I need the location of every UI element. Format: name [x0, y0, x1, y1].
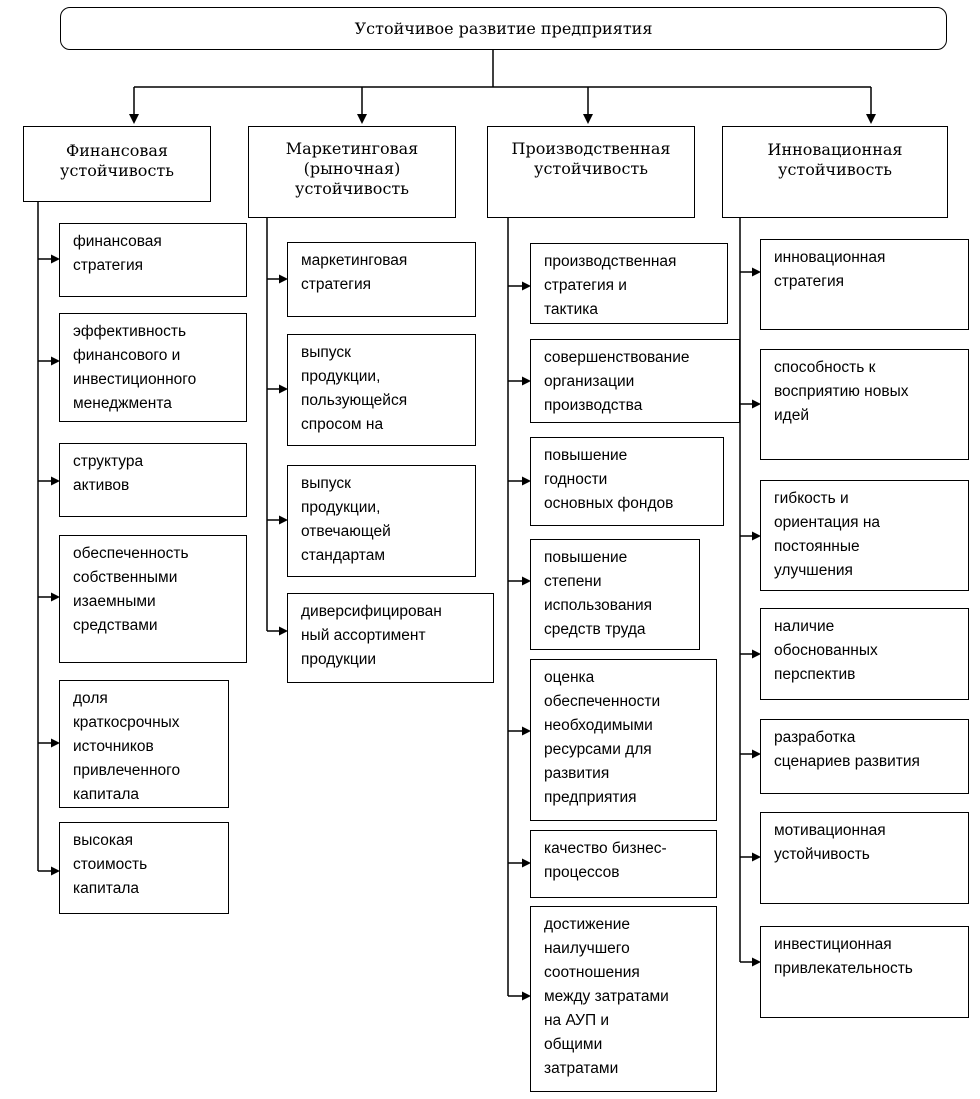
innovation-item-2: способность к восприятию новых идей: [760, 349, 969, 460]
arrowhead: [51, 592, 60, 602]
production-item-7: достижение наилучшего соотношения между …: [530, 906, 717, 1092]
arrowhead: [752, 531, 761, 541]
arrowhead: [522, 858, 531, 868]
arrowhead: [279, 274, 288, 284]
production-item-3: повышение годности основных фондов: [530, 437, 724, 526]
arrowhead: [522, 376, 531, 386]
arrowhead: [51, 356, 60, 366]
item-text: совершенствование организации производст…: [544, 349, 690, 414]
item-text: структура активов: [73, 453, 144, 494]
header-financial: Финансовая устойчивость: [23, 126, 211, 202]
header-financial-title: Финансовая устойчивость: [60, 141, 174, 180]
arrowhead: [51, 476, 60, 486]
innovation-item-1: инновационная стратегия: [760, 239, 969, 330]
arrowhead: [279, 515, 288, 525]
header-innovation: Инновационная устойчивость: [722, 126, 948, 218]
header-marketing-title: Маркетинговая (рыночная) устойчивость: [285, 139, 419, 198]
production-item-5: оценка обеспеченности необходимыми ресур…: [530, 659, 717, 821]
marketing-item-3: выпуск продукции, отвечающей стандартам: [287, 465, 476, 577]
header-innovation-title: Инновационная устойчивость: [767, 140, 903, 179]
financial-item-3: структура активов: [59, 443, 247, 517]
item-text: маркетинговая стратегия: [301, 252, 408, 293]
item-text: доля краткосрочных источников привлеченн…: [73, 690, 181, 803]
innovation-item-4: наличие обоснованных перспектив: [760, 608, 969, 700]
item-text: разработка сценариев развития: [774, 729, 920, 770]
item-text: диверсифицирован ный ассортимент продукц…: [301, 603, 442, 668]
item-text: способность к восприятию новых идей: [774, 359, 909, 424]
item-text: повышение степени использования средств …: [544, 549, 653, 638]
item-text: производственная стратегия и тактика: [544, 253, 677, 318]
production-item-4: повышение степени использования средств …: [530, 539, 700, 650]
marketing-item-1: маркетинговая стратегия: [287, 242, 476, 317]
production-item-1: производственная стратегия и тактика: [530, 243, 728, 324]
marketing-item-2: выпуск продукции, пользующейся спросом н…: [287, 334, 476, 446]
arrowhead: [752, 749, 761, 759]
arrowhead: [279, 626, 288, 636]
item-text: повышение годности основных фондов: [544, 447, 674, 512]
header-marketing: Маркетинговая (рыночная) устойчивость: [248, 126, 456, 218]
innovation-item-6: мотивационная устойчивость: [760, 812, 969, 904]
innovation-item-5: разработка сценариев развития: [760, 719, 969, 794]
arrowhead: [51, 866, 60, 876]
arrowhead: [522, 726, 531, 736]
header-production-title: Производственная устойчивость: [511, 139, 671, 178]
item-text: инновационная стратегия: [774, 249, 886, 290]
arrowhead: [752, 399, 761, 409]
arrowhead: [522, 476, 531, 486]
arrowhead: [522, 576, 531, 586]
header-production: Производственная устойчивость: [487, 126, 695, 218]
arrowhead: [866, 114, 876, 124]
arrowhead: [522, 991, 531, 1001]
financial-item-1: финансовая стратегия: [59, 223, 247, 297]
root-title: Устойчивое развитие предприятия: [354, 18, 653, 38]
arrowhead: [51, 254, 60, 264]
innovation-item-7: инвестиционная привлекательность: [760, 926, 969, 1018]
financial-item-4: обеспеченность собственными изаемными ср…: [59, 535, 247, 663]
item-text: качество бизнес- процессов: [544, 840, 667, 881]
financial-item-2: эффективность финансового и инвестиционн…: [59, 313, 247, 422]
item-text: выпуск продукции, пользующейся спросом н…: [301, 344, 408, 433]
arrowhead: [279, 384, 288, 394]
item-text: оценка обеспеченности необходимыми ресур…: [544, 669, 661, 806]
item-text: эффективность финансового и инвестиционн…: [73, 323, 197, 412]
financial-item-5: доля краткосрочных источников привлеченн…: [59, 680, 229, 808]
arrowhead: [583, 114, 593, 124]
item-text: достижение наилучшего соотношения между …: [544, 916, 669, 1077]
arrowhead: [752, 649, 761, 659]
arrowhead: [752, 267, 761, 277]
arrowhead: [752, 957, 761, 967]
item-text: инвестиционная привлекательность: [774, 936, 913, 977]
item-text: наличие обоснованных перспектив: [774, 618, 878, 683]
arrowhead: [129, 114, 139, 124]
production-item-6: качество бизнес- процессов: [530, 830, 717, 898]
item-text: мотивационная устойчивость: [774, 822, 886, 863]
item-text: гибкость и ориентация на постоянные улуч…: [774, 490, 881, 579]
arrowhead: [522, 281, 531, 291]
item-text: выпуск продукции, отвечающей стандартам: [301, 475, 391, 564]
marketing-item-4: диверсифицирован ный ассортимент продукц…: [287, 593, 494, 683]
innovation-item-3: гибкость и ориентация на постоянные улуч…: [760, 480, 969, 591]
arrowhead: [357, 114, 367, 124]
item-text: высокая стоимость капитала: [73, 832, 148, 897]
arrowhead: [51, 738, 60, 748]
item-text: обеспеченность собственными изаемными ср…: [73, 545, 189, 634]
item-text: финансовая стратегия: [73, 233, 162, 274]
root-node: Устойчивое развитие предприятия: [60, 7, 947, 50]
financial-item-6: высокая стоимость капитала: [59, 822, 229, 914]
arrowhead: [752, 852, 761, 862]
production-item-2: совершенствование организации производст…: [530, 339, 740, 423]
